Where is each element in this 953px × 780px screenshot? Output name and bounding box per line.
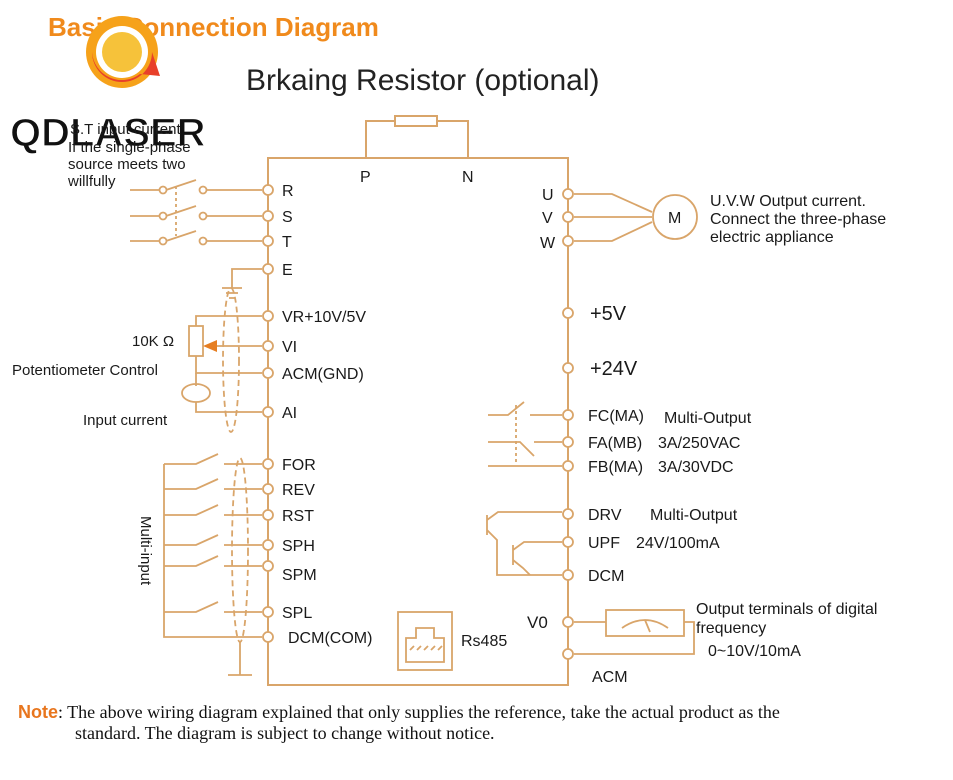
terminal-dcm: DCM	[588, 568, 624, 585]
note-label: Note	[18, 702, 58, 722]
potentiometer-label: Potentiometer Control	[12, 362, 158, 379]
potentiometer-wiring	[181, 287, 262, 433]
terminal-rst: RST	[282, 508, 314, 525]
terminal-rev: REV	[282, 482, 315, 499]
input-note-line1: S.T input current	[70, 121, 181, 138]
input-note-line3: source meets two	[68, 156, 186, 173]
terminal-v: V	[542, 210, 553, 227]
relay-spec-multi-output: Multi-Output	[664, 410, 752, 427]
rs485-label: Rs485	[461, 633, 507, 650]
input-note-line4: willfully	[67, 173, 116, 190]
terminal-w: W	[540, 235, 556, 252]
terminal-drv: DRV	[588, 507, 622, 524]
terminal-spl: SPL	[282, 605, 312, 622]
wiper-arrow	[203, 340, 217, 352]
oc-spec-multi-output: Multi-Output	[650, 507, 738, 524]
terminal-p: P	[360, 169, 371, 186]
terminal-upf: UPF	[588, 535, 620, 552]
footnote: Note: The above wiring diagram explained…	[18, 702, 948, 744]
oc-spec-rating: 24V/100mA	[636, 535, 720, 552]
freq-note-line3: 0~10V/10mA	[708, 643, 801, 660]
note-line2: standard. The diagram is subject to chan…	[75, 723, 495, 743]
relay-spec-ac: 3A/250VAC	[658, 435, 740, 452]
diagram-subtitle: Brkaing Resistor (optional)	[246, 64, 599, 97]
qdlaser-logo: QDLASER	[9, 16, 206, 156]
motor-symbol: M	[668, 210, 681, 227]
terminal-dcm-com: DCM(COM)	[288, 630, 372, 647]
frequency-meter	[574, 609, 695, 655]
terminal-n: N	[462, 169, 474, 186]
terminal-sph: SPH	[282, 538, 315, 555]
terminal-spm: SPM	[282, 567, 317, 584]
terminal-for: FOR	[282, 457, 316, 474]
terminal-fb: FB(MA)	[588, 459, 643, 476]
input-current-label: Input current	[83, 412, 168, 429]
open-collector-wiring	[486, 511, 562, 576]
terminal-r: R	[282, 183, 294, 200]
inverter-box	[267, 157, 569, 686]
multi-input-switches	[163, 453, 262, 676]
right-terminal-circles	[562, 188, 574, 660]
terminal-v0: V0	[527, 613, 548, 632]
rs485-port	[397, 611, 453, 671]
terminal-acm: ACM	[592, 669, 628, 686]
terminal-u: U	[542, 187, 554, 204]
logo-text: QDLASER	[10, 111, 206, 155]
input-note-line2: If the single-phase	[68, 139, 191, 156]
terminal-acm-gnd: ACM(GND)	[282, 366, 364, 383]
motor-wiring	[574, 193, 698, 242]
note-line1: : The above wiring diagram explained tha…	[58, 702, 780, 722]
brake-resistor	[365, 115, 469, 158]
multi-input-label: Multi-input	[137, 516, 154, 586]
input-switches	[130, 179, 262, 299]
terminal-s: S	[282, 209, 293, 226]
freq-note-line2: frequency	[696, 620, 766, 637]
motor-note-line2: Connect the three-phase	[710, 211, 886, 228]
terminal-fc: FC(MA)	[588, 408, 644, 425]
motor-note-line1: U.V.W Output current.	[710, 193, 866, 210]
freq-note-line1: Output terminals of digital	[696, 601, 877, 618]
left-terminal-circles	[262, 184, 274, 643]
terminal-ai: AI	[282, 405, 297, 422]
relay-output-wiring	[488, 401, 562, 467]
terminal-vi: VI	[282, 339, 297, 356]
terminal-vr: VR+10V/5V	[282, 309, 366, 326]
terminal-24v: +24V	[590, 358, 638, 380]
terminal-5v: +5V	[590, 303, 627, 325]
relay-spec-dc: 3A/30VDC	[658, 459, 734, 476]
terminal-e: E	[282, 262, 293, 279]
terminal-fa: FA(MB)	[588, 435, 642, 452]
terminal-t: T	[282, 234, 292, 251]
motor-note-line3: electric appliance	[710, 229, 834, 246]
resistor-label: 10K Ω	[132, 333, 174, 350]
